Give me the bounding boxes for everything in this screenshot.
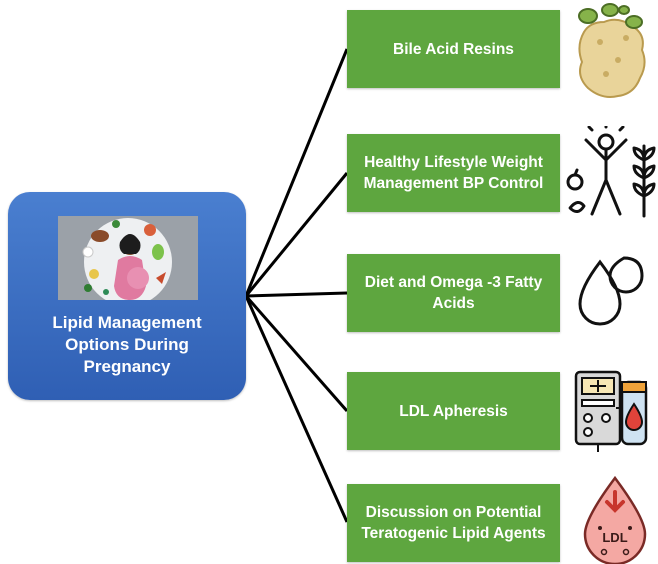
svg-text:LDL: LDL [602,530,627,545]
central-topic-label: Lipid Management Options During Pregnanc… [8,312,246,378]
option-label: Healthy Lifestyle Weight Management BP C… [363,154,544,192]
omega-3-drops-icon [578,256,644,326]
central-topic-box: Lipid Management Options During Pregnanc… [8,192,246,400]
connector-teratogenic-agents [244,295,349,523]
option-label: Diet and Omega -3 Fatty Acids [364,274,543,312]
connector-ldl-apheresis [244,295,349,412]
option-label: Bile Acid Resins [393,40,514,58]
central-topic-line: Pregnancy [83,357,171,376]
pregnant-woman-with-healthy-food-icon [58,216,198,300]
option-label: Discussion on Potential Teratogenic Lipi… [361,504,546,542]
connector-bile-acid-resins [244,48,349,297]
option-bile-acid-resins: Bile Acid Resins [347,10,560,88]
option-diet-omega-3: Diet and Omega -3 Fatty Acids [347,254,560,332]
option-label: LDL Apheresis [399,402,508,420]
connector-healthy-lifestyle [244,172,349,297]
apheresis-machine-icon [574,370,648,452]
healthy-lifestyle-icon [566,126,656,218]
option-ldl-apheresis: LDL Apheresis [347,372,560,450]
connector-diet-omega-3 [245,291,348,298]
central-topic-line: Lipid Management [52,313,202,332]
option-teratogenic-agents: Discussion on Potential Teratogenic Lipi… [347,484,560,562]
central-topic-line: Options During [65,335,189,354]
ldl-particle-icon: LDL [583,475,647,564]
bile-acid-resin-icon [578,3,646,98]
option-healthy-lifestyle: Healthy Lifestyle Weight Management BP C… [347,134,560,212]
